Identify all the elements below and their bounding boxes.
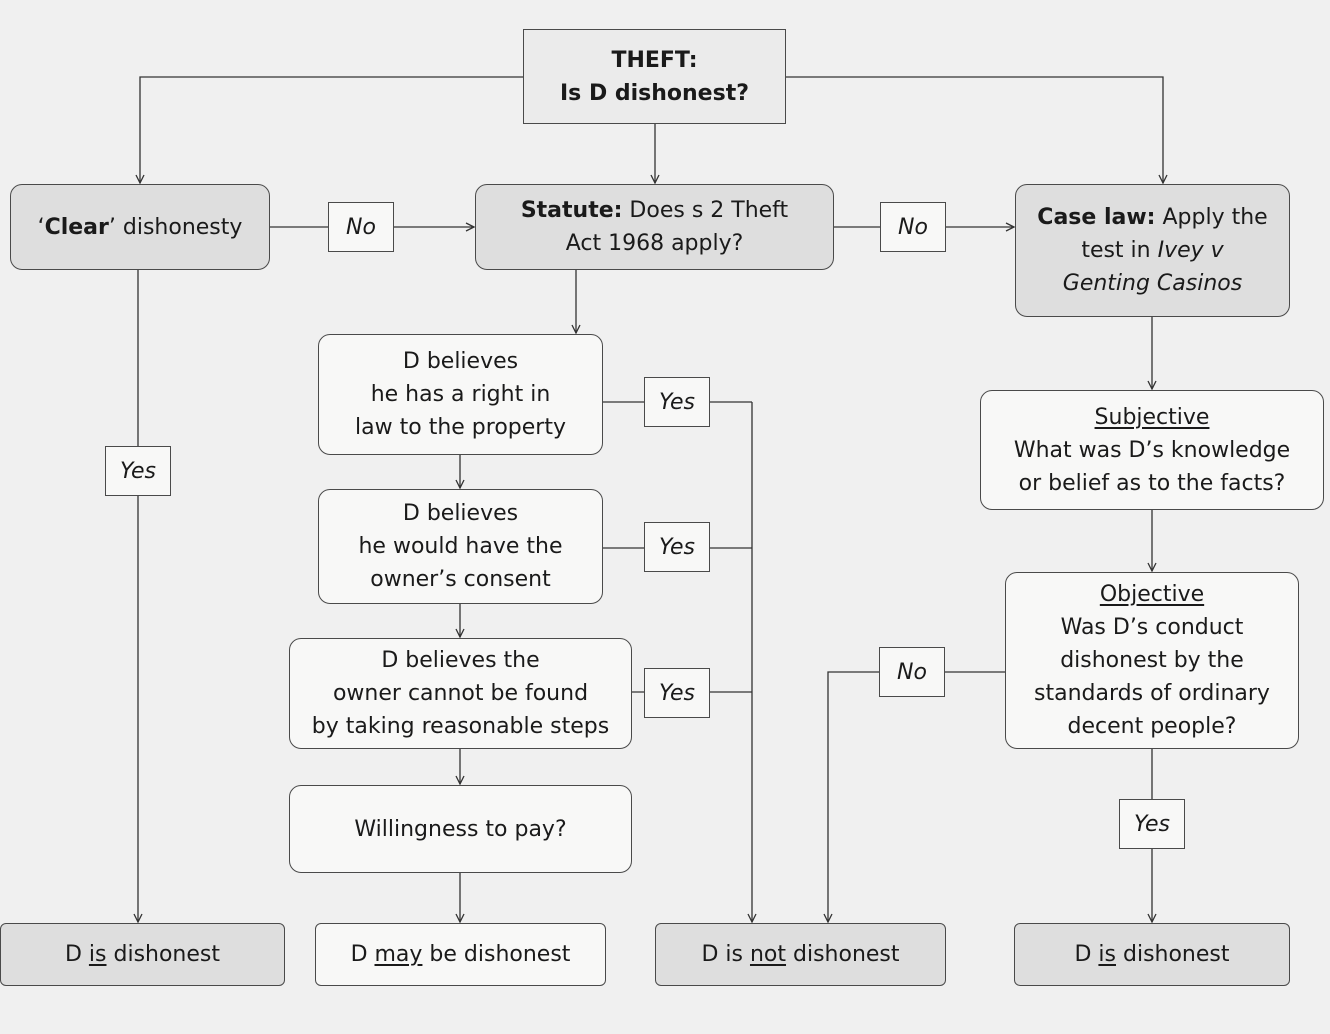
subjective-heading: Subjective — [1094, 404, 1210, 430]
belief-owner-line1: D believes the — [381, 648, 540, 673]
clear-quote: ‘ — [37, 214, 45, 240]
belief-right-line3: law to the property — [355, 415, 566, 440]
label-yes-right: Yes — [644, 377, 710, 427]
result-clear-em: is — [88, 942, 107, 967]
clear-rest: ’ dishonesty — [108, 214, 243, 240]
belief-right-node: D believes he has a right in law to the … — [318, 334, 603, 455]
subjective-line1: What was D’s knowledge — [1013, 437, 1291, 463]
label-no-statute: No — [880, 202, 946, 252]
result-may-em: may — [374, 942, 423, 967]
belief-owner-line2: owner cannot be found — [332, 681, 589, 706]
result-caselaw-is-dishonest: D is dishonest — [1014, 923, 1290, 986]
start-node: THEFT: Is D dishonest? — [523, 29, 786, 124]
result-case-pre: D — [1074, 942, 1099, 967]
objective-node: Objective Was D’s conduct dishonest by t… — [1005, 572, 1299, 749]
result-not-dishonest: D is not dishonest — [655, 923, 946, 986]
caselaw-line2-pre: test in — [1081, 238, 1158, 263]
result-not-em: not — [749, 942, 787, 967]
connector-start-to-clear — [140, 76, 523, 183]
label-no-objective: No — [879, 647, 945, 697]
caselaw-rest: Apply the — [1155, 205, 1268, 230]
belief-consent-line1: D believes — [402, 501, 519, 526]
result-may-pre: D — [350, 942, 375, 967]
belief-consent-line2: he would have the — [358, 534, 563, 559]
result-may-be-dishonest: D may be dishonest — [315, 923, 606, 986]
belief-consent-line3: owner’s consent — [370, 567, 551, 592]
result-may-post: be dishonest — [422, 942, 571, 967]
belief-right-line2: he has a right in — [370, 382, 551, 407]
connector-objective-no — [828, 671, 1005, 922]
result-clear-is-dishonest: D is dishonest — [0, 923, 285, 986]
label-yes-objective: Yes — [1119, 799, 1185, 849]
objective-line2: dishonest by the — [1060, 648, 1244, 673]
result-not-pre: D is — [701, 942, 750, 967]
caselaw-line3: Genting Casinos — [1062, 271, 1243, 296]
objective-heading: Objective — [1099, 582, 1205, 607]
result-clear-post: dishonest — [106, 942, 221, 967]
willingness-text: Willingness to pay? — [354, 816, 567, 842]
caselaw-line2-italic: Ivey v — [1157, 238, 1224, 263]
label-yes-consent: Yes — [644, 522, 710, 572]
label-yes-owner: Yes — [644, 668, 710, 718]
caselaw-bold: Case law: — [1037, 205, 1156, 230]
result-case-em: is — [1098, 942, 1116, 967]
objective-line3: standards of ordinary — [1034, 681, 1270, 706]
clear-dishonesty-node: ‘Clear’ dishonesty — [10, 184, 270, 270]
label-no-clear: No — [328, 202, 394, 252]
objective-line4: decent people? — [1067, 714, 1237, 739]
subjective-line2: or belief as to the facts? — [1018, 470, 1286, 496]
result-not-post: dishonest — [786, 942, 900, 967]
subjective-node: Subjective What was D’s knowledge or bel… — [980, 390, 1324, 510]
statute-node: Statute: Does s 2 Theft Act 1968 apply? — [475, 184, 834, 270]
willingness-node: Willingness to pay? — [289, 785, 632, 873]
belief-owner-line3: by taking reasonable steps — [311, 714, 610, 739]
statute-bold: Statute: — [520, 198, 623, 223]
caselaw-node: Case law: Apply the test in Ivey v Genti… — [1015, 184, 1290, 317]
belief-consent-node: D believes he would have the owner’s con… — [318, 489, 603, 604]
result-case-post: dishonest — [1116, 942, 1230, 967]
start-line1: THEFT: — [611, 47, 698, 73]
result-clear-pre: D — [64, 942, 89, 967]
belief-owner-node: D believes the owner cannot be found by … — [289, 638, 632, 749]
label-yes-clear: Yes — [105, 446, 171, 496]
connector-start-to-caselaw — [786, 76, 1163, 183]
clear-bold: Clear — [44, 214, 109, 240]
objective-line1: Was D’s conduct — [1060, 615, 1244, 640]
statute-rest: Does s 2 Theft — [622, 198, 789, 223]
start-line2: Is D dishonest? — [560, 80, 749, 106]
belief-right-line1: D believes — [402, 349, 519, 374]
statute-line2: Act 1968 apply? — [565, 231, 744, 256]
